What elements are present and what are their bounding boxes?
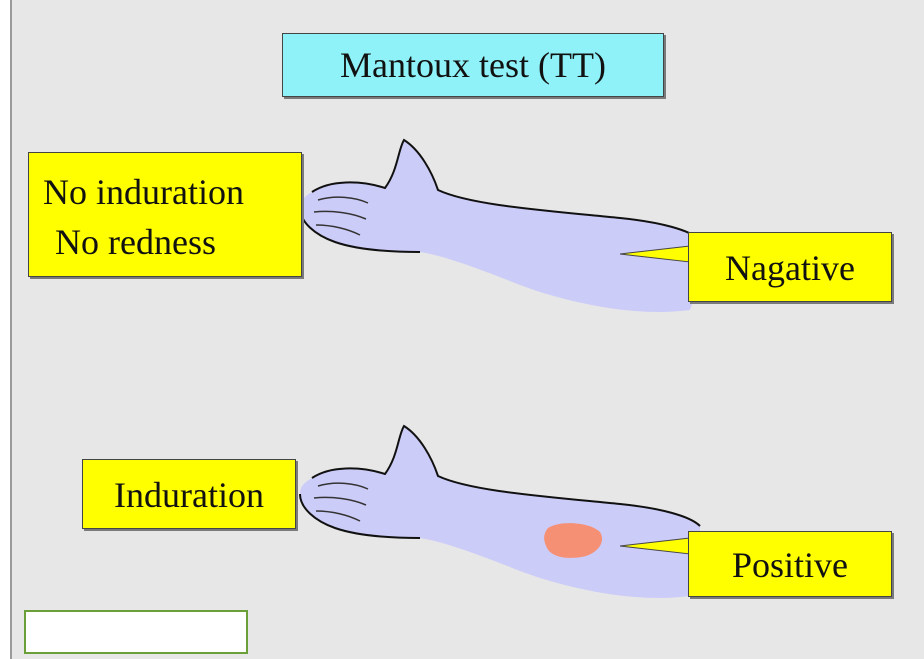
blank-answer-box [24,610,248,654]
negative-result-label: Nagative [688,232,892,302]
title-box: Mantoux test (TT) [282,33,664,97]
induration-label: Induration [82,459,296,529]
no-induration-label: No induration No redness [28,152,302,277]
bottom-arm [300,426,700,598]
positive-result-label: Positive [688,531,892,597]
top-arm [300,140,700,312]
no-induration-line: No induration [43,167,301,217]
no-redness-line: No redness [43,217,301,267]
top-arm-shape [300,140,700,312]
bottom-arm-shape [300,426,700,598]
